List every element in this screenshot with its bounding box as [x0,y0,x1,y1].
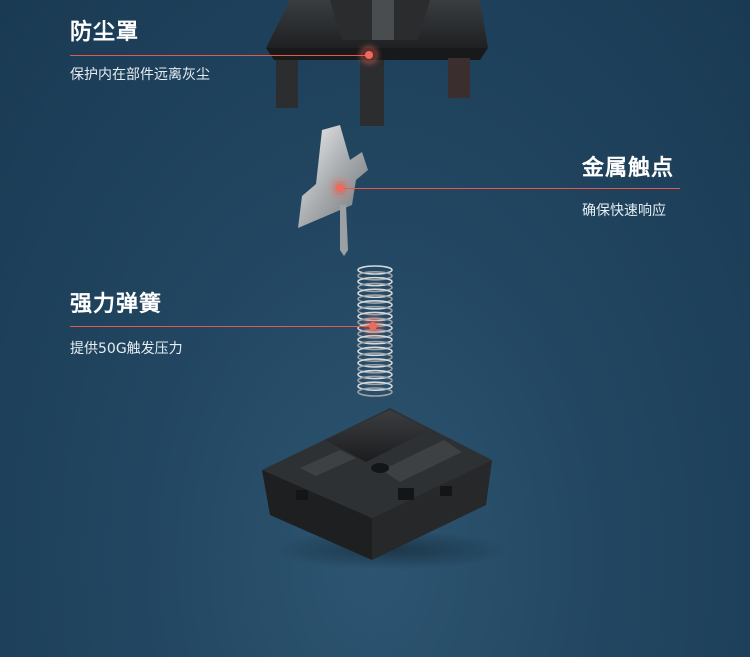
spring-coil [357,340,393,351]
spring-coil [357,282,393,293]
spring-coil [357,305,393,316]
spring-coil [357,271,393,281]
spring-coil [357,300,393,310]
contact-callout-line [340,188,680,189]
spring-coil [357,358,393,368]
dust-cover-marker-dot [362,48,376,62]
spring-marker-dot [366,319,380,333]
spring-coil [357,369,393,380]
spring-coil [357,363,393,374]
spring-coil [357,381,393,391]
spring-coil [357,375,393,386]
contact-desc: 确保快速响应 [582,203,666,219]
spring-coil [357,276,393,287]
spring-coil [357,352,393,362]
spring-coil [357,346,393,357]
dust-cover-title: 防尘罩 [70,20,140,45]
spring-coil [357,334,393,345]
contact-title: 金属触点 [582,156,675,181]
spring-title: 强力弹簧 [70,292,163,317]
spring-desc: 提供50G触发压力 [70,341,183,357]
spring-coil [357,288,393,299]
spring-coil [357,387,393,397]
spring-coil [357,265,393,275]
spring-coil [357,311,393,322]
contact-marker-dot [333,181,347,195]
dust-cover-callout-line [70,55,370,56]
spring-callout-line [70,326,374,327]
spring-coil [357,294,393,304]
dust-cover-desc: 保护内在部件远离灰尘 [70,67,210,83]
